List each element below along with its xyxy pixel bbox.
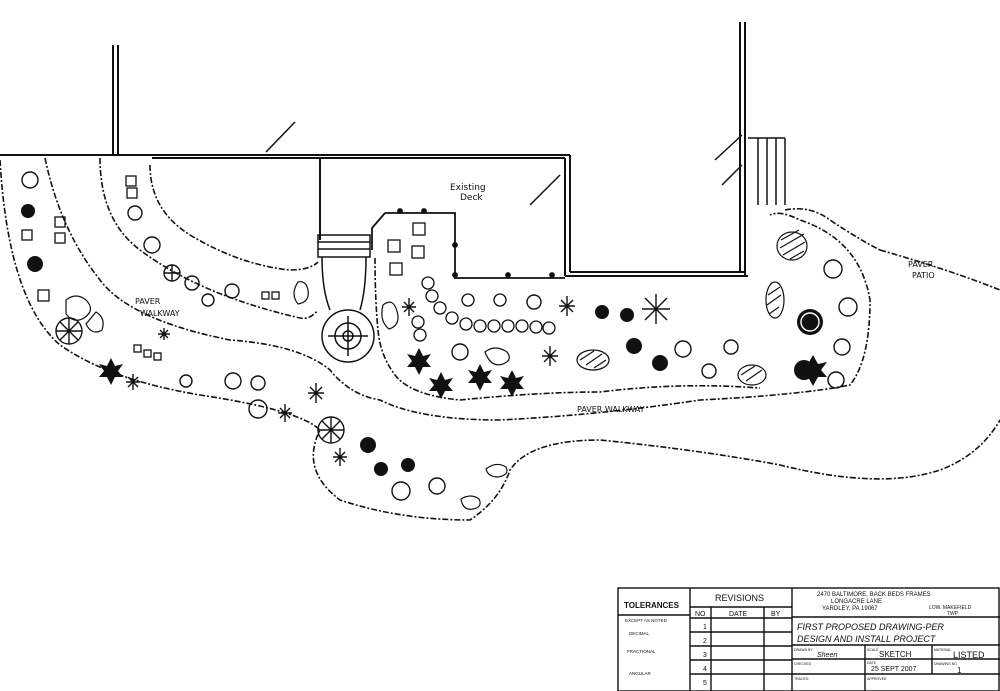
client-address-line1: 2470 BALTIMORE, BACK BEDS FRAMES: [817, 592, 931, 598]
scale-value: SKETCH: [879, 650, 912, 659]
paver-medallion: [321, 309, 375, 363]
township-line2: TWP: [947, 611, 959, 617]
material-value: LISTED: [953, 650, 985, 660]
township-line1: LOW. MAKEFIELD: [929, 605, 972, 611]
revision-number: 4: [703, 666, 707, 673]
approved-label: APPROVED: [867, 677, 887, 681]
drawn-by-value: Sheen: [817, 652, 837, 659]
plant-symbols: [21, 171, 858, 510]
client-address-line3: YARDLEY, PA 19067: [822, 606, 878, 612]
tolerance-angular: ANGULAR: [629, 671, 652, 676]
curved-hedge-row: [411, 276, 556, 342]
shrub-symbol: [21, 171, 858, 501]
date-label: DATE: [867, 661, 877, 665]
drawing-title-line1: FIRST PROPOSED DRAWING-PER: [797, 622, 944, 632]
star-shrub-symbol: [99, 348, 827, 399]
title-block: TOLERANCES EXCEPT AS NOTED DECIMAL FRACT…: [617, 587, 1000, 691]
except-noted-label: EXCEPT AS NOTED: [625, 618, 668, 623]
revision-number: 2: [703, 638, 707, 645]
drawing-no-label: DRAWING NO: [934, 662, 957, 666]
revisions-col-by: BY: [771, 611, 781, 618]
paver-walkway-left-line1: PAVER: [135, 297, 161, 306]
drawing-no-value: 1: [957, 666, 962, 675]
existing-deck-label-line2: Deck: [460, 193, 483, 203]
grass-clump-symbol: [65, 281, 510, 510]
revision-number: 5: [703, 680, 707, 687]
drawn-by-label: DRAWN BY: [794, 648, 813, 652]
wheel-tree-symbol: [55, 264, 820, 444]
plan-labels: Existing Deck PAVER WALKWAY PAVER WALKWA…: [135, 183, 935, 414]
paver-patio-line1: PAVER: [908, 260, 934, 269]
square-plant-symbol: [21, 175, 426, 361]
drawing-title-line2: DESIGN AND INSTALL PROJECT: [797, 634, 937, 644]
checked-label: CHECKED: [794, 662, 812, 666]
revisions-col-no: NO: [695, 611, 706, 618]
tolerance-decimal: DECIMAL: [629, 631, 650, 636]
house-outline: [0, 22, 748, 277]
existing-deck-label-line1: Existing: [450, 183, 486, 193]
paver-walkway-right-label: PAVER WALKWAY: [577, 405, 645, 414]
material-label: MATERIAL: [934, 648, 951, 652]
client-address-line2: LONGACRE LANE: [831, 599, 882, 605]
date-value: 25 SEPT 2007: [871, 666, 917, 673]
tolerance-fractional: FRACTIONAL: [627, 649, 656, 654]
revisions-heading: REVISIONS: [715, 593, 764, 603]
paver-patio-line2: PATIO: [912, 271, 935, 280]
tolerances-heading: TOLERANCES: [624, 601, 680, 610]
revision-number: 3: [703, 652, 707, 659]
paver-walkway-left-line2: WALKWAY: [140, 309, 180, 318]
traced-label: TRACED: [794, 677, 809, 681]
revisions-col-date: DATE: [729, 611, 747, 618]
scale-label: SCALE: [867, 648, 879, 652]
patio-steps: [748, 137, 786, 205]
hatched-bed-symbol: [576, 229, 808, 386]
revision-number: 1: [703, 624, 707, 631]
spiky-plant-symbol: [126, 294, 670, 466]
planting-bed-edges: [0, 157, 1000, 521]
deck-stairs: [317, 234, 371, 311]
existing-deck: [371, 208, 565, 279]
